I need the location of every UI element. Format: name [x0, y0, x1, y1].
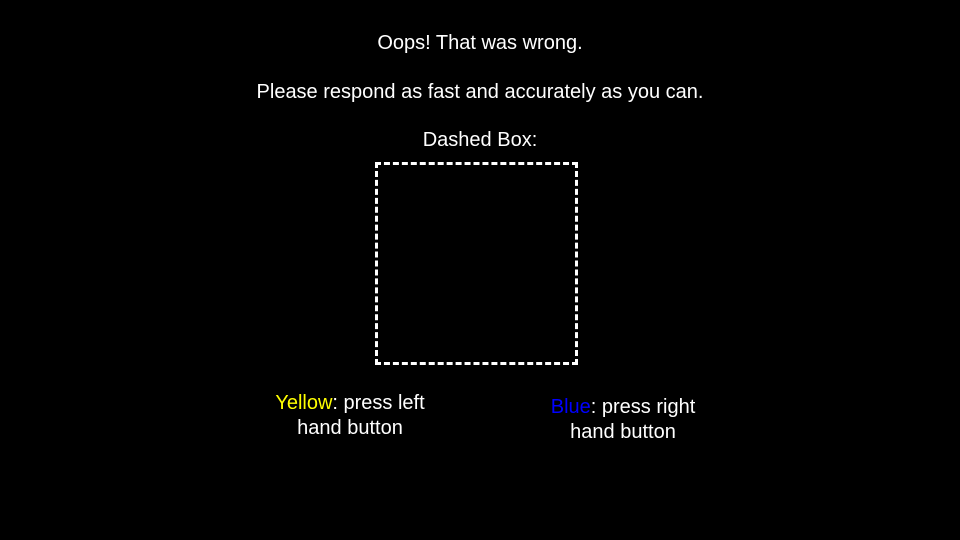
right-mapping-text: : press right [590, 396, 696, 418]
instruction-text: Please respond as fast and accurately as… [256, 81, 704, 103]
stimulus-label: Dashed Box: [422, 129, 538, 151]
left-mapping-text: : press left [332, 392, 425, 414]
yellow-color-word: Yellow [275, 392, 333, 414]
right-mapping-line1: Blue: press right [503, 395, 743, 420]
right-response-mapping: Blue: press right hand button [503, 395, 743, 445]
left-mapping-line1: Yellow: press left [230, 391, 470, 416]
left-mapping-line2: hand button [297, 417, 403, 439]
feedback-message: Oops! That was wrong. [377, 32, 583, 54]
blue-color-word: Blue [550, 396, 591, 418]
dashed-box-stimulus [375, 162, 578, 365]
left-response-mapping: Yellow: press left hand button [230, 391, 470, 441]
right-mapping-line2: hand button [570, 421, 676, 443]
